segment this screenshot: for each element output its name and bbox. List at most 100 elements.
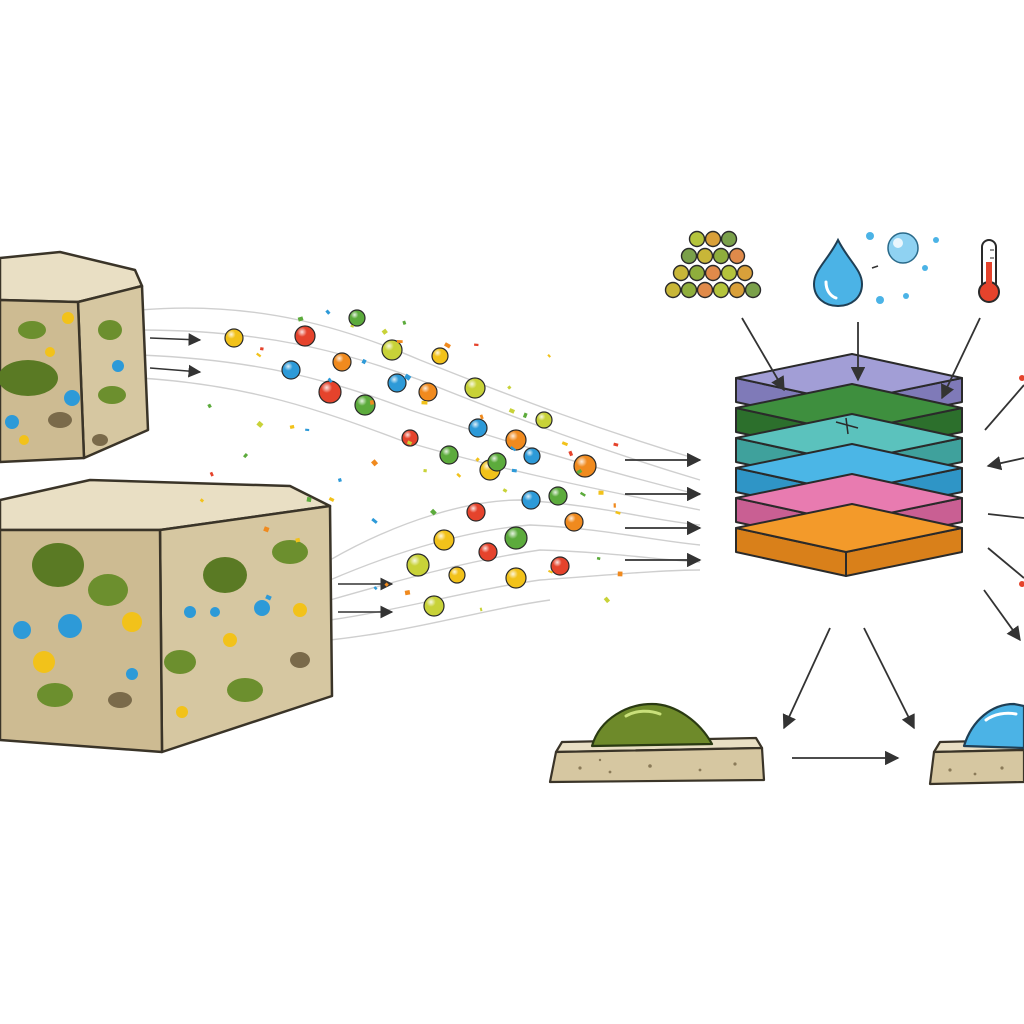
debris-fleck — [547, 569, 553, 574]
debris-fleck — [510, 445, 517, 452]
debris-fleck — [325, 309, 331, 315]
debris-fleck — [243, 452, 249, 459]
particle-highlight — [505, 527, 527, 549]
particle-highlight — [402, 430, 418, 446]
debris-fleck — [371, 517, 378, 524]
water-drop-on-slab — [928, 702, 1024, 786]
debris-fleck — [522, 412, 528, 419]
debris-fleck — [547, 353, 552, 358]
icon-to-stack-arrows — [741, 317, 981, 400]
pile-grain — [688, 230, 706, 248]
debris-fleck — [443, 342, 451, 349]
particle-highlight — [434, 530, 454, 550]
particle-highlight — [355, 395, 375, 415]
debris-fleck — [207, 403, 212, 409]
particle-highlight — [551, 557, 569, 575]
debris-fleck — [596, 556, 601, 561]
particle-highlight — [465, 378, 485, 398]
debris-fleck — [403, 373, 412, 381]
pile-grain — [744, 281, 762, 299]
pile-grain — [696, 247, 714, 265]
debris-fleck — [406, 440, 413, 446]
debris-fleck — [429, 508, 437, 516]
layered-stack — [735, 353, 963, 577]
particle-pile-icon — [664, 230, 762, 299]
particle-highlight — [282, 361, 300, 379]
debris-fleck — [328, 496, 335, 502]
particle-highlight — [407, 554, 429, 576]
particle-highlight — [388, 374, 406, 392]
debris-fleck — [396, 340, 403, 344]
debris-fleck — [511, 468, 517, 473]
particle-highlight — [506, 430, 526, 450]
right-edge-arrows — [983, 375, 1024, 642]
particle-highlight — [565, 513, 583, 531]
pile-grain — [704, 230, 722, 248]
particle-highlight — [522, 491, 540, 509]
pile-grain — [680, 281, 698, 299]
particle-highlight — [295, 326, 315, 346]
water-drop-icon — [812, 232, 939, 308]
pile-grain — [664, 281, 682, 299]
pile-grain — [736, 264, 754, 282]
debris-fleck — [263, 526, 270, 533]
orange-layer — [735, 503, 963, 577]
particle-highlight — [333, 353, 351, 371]
stack-output-arrows — [782, 627, 915, 766]
pile-grain — [720, 264, 738, 282]
particle-highlight — [536, 412, 552, 428]
debris-fleck — [256, 352, 262, 358]
particle-highlight — [349, 310, 365, 326]
debris-fleck — [404, 590, 411, 596]
debris-fleck — [479, 414, 484, 420]
particle-highlight — [424, 596, 444, 616]
debris-fleck — [474, 343, 479, 347]
debris-fleck — [265, 594, 272, 601]
debris-fleck — [421, 400, 428, 405]
particle-highlight — [506, 568, 526, 588]
particle-highlight — [440, 446, 458, 464]
debris-fleck — [475, 457, 480, 462]
debris-fleck — [199, 498, 205, 503]
particle-highlight — [549, 487, 567, 505]
pile-grain — [728, 247, 746, 265]
debris-fleck — [502, 488, 508, 493]
oil-blob-on-slab — [548, 702, 766, 784]
thermometer-icon — [978, 239, 1000, 303]
particle-highlight — [319, 381, 341, 403]
particle-highlight — [574, 455, 596, 477]
debris-fleck — [327, 377, 333, 384]
debris-fleck — [613, 503, 616, 508]
debris-fleck — [301, 339, 306, 344]
debris-fleck — [256, 420, 264, 428]
particles — [199, 309, 623, 617]
stack-input-arrows — [625, 452, 702, 568]
debris-fleck — [297, 316, 304, 322]
debris-fleck — [423, 468, 427, 473]
debris-fleck — [402, 320, 407, 325]
debris-fleck — [337, 478, 342, 483]
debris-fleck — [369, 399, 375, 405]
debris-fleck — [371, 459, 379, 467]
pile-grain — [672, 264, 690, 282]
particle-highlight — [449, 567, 465, 583]
top-layer-mark — [835, 417, 859, 435]
orange-layer-top — [735, 503, 963, 553]
debris-fleck — [305, 428, 310, 432]
particle-highlight — [469, 419, 487, 437]
particle-highlight — [479, 543, 497, 561]
debris-fleck — [209, 471, 214, 477]
pile-grain — [712, 247, 730, 265]
particle-highlight — [225, 329, 243, 347]
debris-fleck — [384, 582, 389, 587]
debris-fleck — [598, 490, 604, 495]
debris-fleck — [617, 571, 623, 577]
pile-grain — [680, 247, 698, 265]
pile-grain — [688, 264, 706, 282]
pile-grain — [704, 264, 722, 282]
debris-fleck — [561, 441, 569, 447]
pile-grain — [728, 281, 746, 299]
debris-fleck — [479, 607, 483, 612]
rock-exit-arrows — [149, 333, 394, 619]
